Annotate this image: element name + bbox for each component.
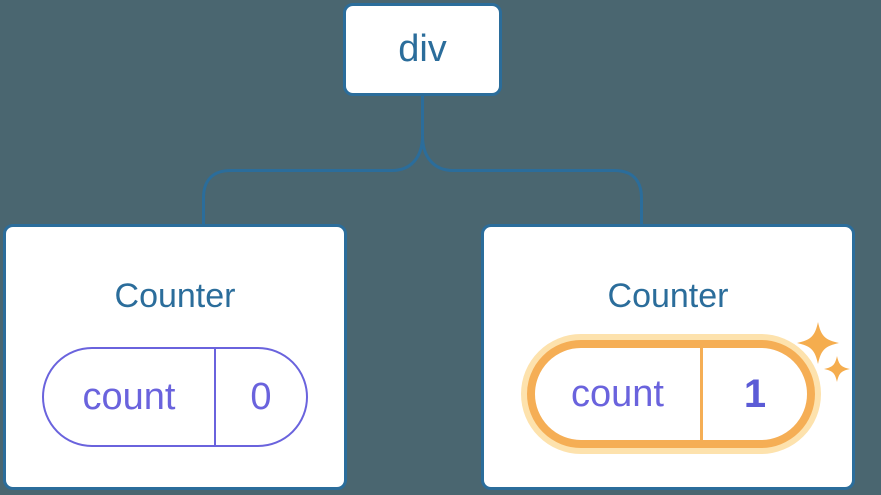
- component-title: Counter: [114, 277, 236, 315]
- counter-card-left: Counter count 0: [3, 224, 347, 490]
- sparkle-small: [824, 356, 850, 382]
- state-key-label: count: [44, 349, 216, 445]
- root-node-label: div: [398, 28, 447, 70]
- connector-branch-right: [421, 134, 643, 227]
- state-pill: count 0: [42, 347, 308, 447]
- state-pill-highlighted: count 1: [527, 340, 815, 448]
- state-value: 1: [743, 371, 767, 416]
- state-key-label: count: [535, 348, 703, 440]
- state-value: 0: [250, 375, 272, 418]
- sparkle-large: [797, 322, 839, 364]
- connector-branch-left: [202, 93, 424, 227]
- tree-root-node-div: div: [343, 3, 502, 96]
- component-title: Counter: [607, 277, 729, 315]
- counter-card-right: Counter count 1: [481, 224, 855, 490]
